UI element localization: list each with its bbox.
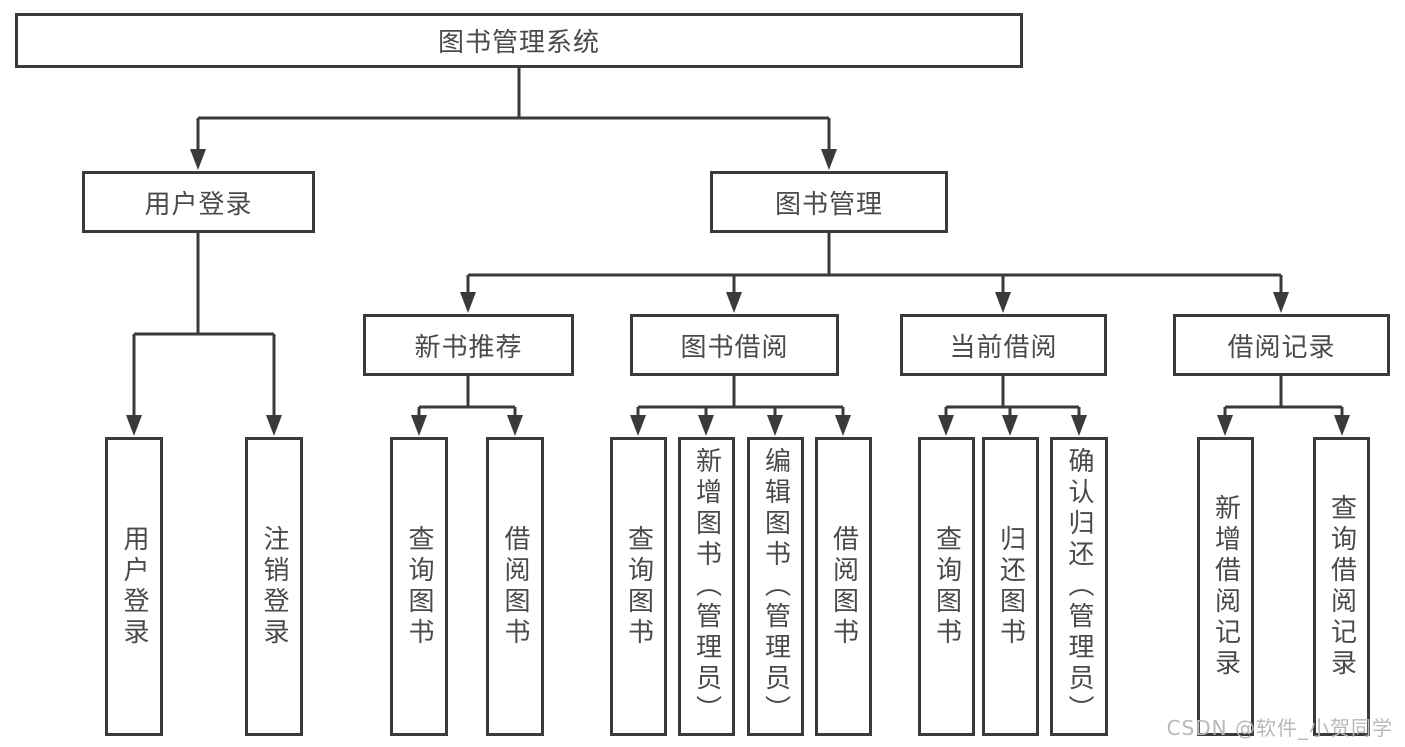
node-current-borrowing: 当前借阅 <box>900 314 1107 376</box>
node-label: 查询图书 <box>931 524 962 649</box>
node-label: 用户登录 <box>119 524 149 649</box>
node-label: 确认归还（管理员） <box>1064 447 1094 726</box>
node-leaf-edit-books-admin: 编辑图书（管理员） <box>747 437 804 736</box>
node-leaf-query-books-1: 查询图书 <box>390 437 448 736</box>
node-label: 归还图书 <box>995 524 1026 649</box>
node-book-borrowing: 图书借阅 <box>630 314 839 376</box>
node-label: 当前借阅 <box>949 332 1058 363</box>
node-library-management-system: 图书管理系统 <box>15 13 1023 68</box>
csdn-watermark: CSDN @软件_小贺同学 <box>1166 716 1393 740</box>
node-leaf-query-books-3: 查询图书 <box>918 437 975 736</box>
node-book-management: 图书管理 <box>710 171 948 233</box>
node-label: 借阅记录 <box>1227 332 1336 363</box>
node-leaf-query-borrow-record: 查询借阅记录 <box>1313 437 1370 736</box>
node-label: 查询借阅记录 <box>1326 493 1357 680</box>
node-leaf-add-borrow-record: 新增借阅记录 <box>1197 437 1254 736</box>
node-label: 编辑图书（管理员） <box>760 447 791 726</box>
node-leaf-borrow-books-2: 借阅图书 <box>815 437 872 736</box>
node-leaf-return-books: 归还图书 <box>982 437 1039 736</box>
node-leaf-logout: 注销登录 <box>245 437 303 736</box>
node-leaf-borrow-books-1: 借阅图书 <box>486 437 544 736</box>
node-leaf-confirm-return-admin: 确认归还（管理员） <box>1050 437 1108 736</box>
node-leaf-query-books-2: 查询图书 <box>610 437 667 736</box>
node-new-book-recommendation: 新书推荐 <box>363 314 574 376</box>
node-label: 图书借阅 <box>680 332 789 363</box>
node-user-login-branch: 用户登录 <box>82 171 315 233</box>
node-leaf-user-login: 用户登录 <box>105 437 163 736</box>
node-label: 新增图书（管理员） <box>691 447 722 726</box>
node-label: 借阅图书 <box>828 524 859 649</box>
arrowheads <box>126 149 1350 436</box>
node-label: 用户登录 <box>144 189 253 220</box>
node-label: 注销登录 <box>259 524 289 649</box>
node-label: 新增借阅记录 <box>1210 493 1241 680</box>
node-label: 查询图书 <box>404 524 434 649</box>
node-label: 查询图书 <box>623 524 654 649</box>
node-label: 图书管理 <box>774 189 883 220</box>
node-label: 借阅图书 <box>500 524 530 649</box>
node-borrowing-records: 借阅记录 <box>1173 314 1390 376</box>
node-label: 图书管理系统 <box>437 28 600 58</box>
node-label: 新书推荐 <box>414 332 523 363</box>
node-leaf-add-books-admin: 新增图书（管理员） <box>678 437 735 736</box>
